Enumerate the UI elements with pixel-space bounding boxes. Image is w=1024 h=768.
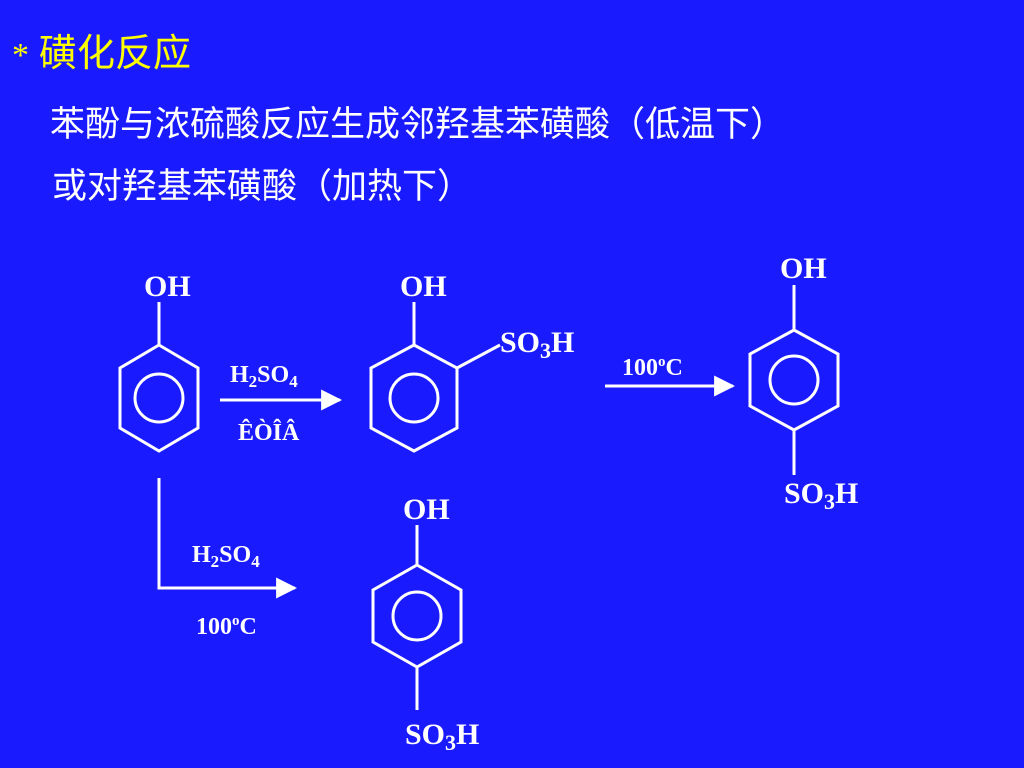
arrow-1-condition: ÊÒÎÂ	[238, 419, 300, 446]
arrow-3	[157, 478, 298, 599]
arrow-3-condition: 100oC	[196, 613, 257, 640]
description-line-2: 或对羟基苯磺酸（加热下）	[52, 167, 473, 207]
phenol-molecule	[118, 302, 200, 453]
para-bottom-ring	[371, 563, 463, 669]
arrow-3-reagent: H2SO4	[192, 542, 260, 571]
ortho-ring	[369, 343, 459, 453]
arrow-1-reagent: H2SO4	[230, 362, 298, 391]
phenol-ring	[118, 343, 200, 453]
title-text: 磺化反应	[39, 31, 192, 75]
ortho-aromatic-circle	[388, 372, 440, 424]
para-product-bottom-molecule	[371, 525, 463, 710]
arrow-2-condition: 100oC	[622, 354, 683, 381]
para-bottom-so3h-label: SO3H	[405, 718, 479, 755]
para-top-ring	[748, 328, 840, 432]
phenol-aromatic-circle	[133, 372, 185, 424]
ortho-so3h-label: SO3H	[500, 326, 574, 363]
phenol-oh-label: OH	[144, 270, 191, 303]
para-product-top-molecule	[748, 285, 840, 475]
ortho-product-molecule	[369, 302, 501, 453]
para-top-aromatic-circle	[768, 354, 820, 406]
slide-title: * 磺化反应	[12, 22, 191, 77]
para-bottom-oh-label: OH	[403, 493, 450, 526]
para-top-so3h-label: SO3H	[784, 477, 858, 514]
ortho-oh-label: OH	[400, 270, 447, 303]
title-bullet: *	[12, 37, 29, 74]
ortho-so3h-bond	[456, 343, 501, 370]
description-line-1: 苯酚与浓硫酸反应生成邻羟基苯磺酸（低温下）	[50, 105, 786, 145]
para-bottom-aromatic-circle	[391, 590, 443, 642]
para-top-oh-label: OH	[780, 252, 827, 285]
